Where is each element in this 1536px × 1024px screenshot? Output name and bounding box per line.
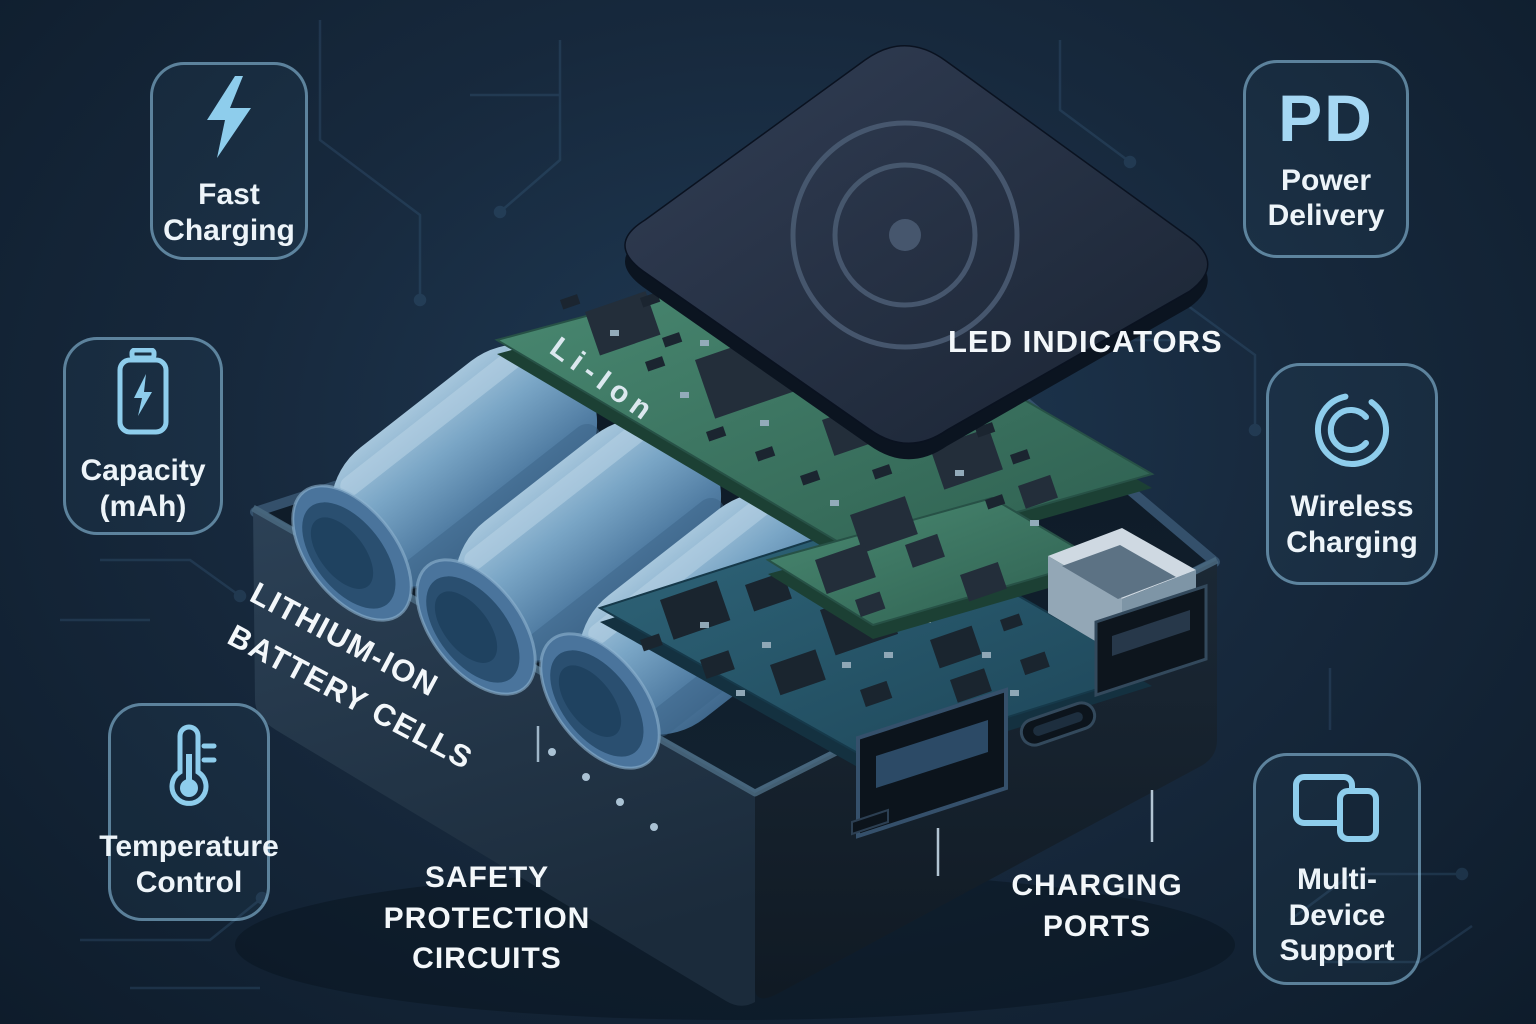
- power-delivery-label-line1: Power: [1280, 163, 1372, 197]
- fast-charging-label-line2: Charging: [163, 213, 295, 247]
- usb-a-port: [1094, 583, 1208, 698]
- thermometer-icon: [160, 724, 218, 817]
- multi-device-label-line2: Device: [1288, 898, 1386, 932]
- secondary-pcb: [597, 516, 1155, 774]
- battery-cell: [291, 342, 601, 622]
- pd-abbreviation: PD: [1278, 80, 1374, 155]
- led-indicators-label: LED INDICATORS: [948, 324, 1223, 359]
- multi-device-label-line3: Support: [1279, 934, 1395, 968]
- wireless-label-line2: Charging: [1286, 525, 1418, 559]
- charging-ports-label: CHARGING PORTS: [1002, 866, 1192, 947]
- top-cover: [624, 45, 1209, 460]
- capacity-label-line2: (mAh): [99, 489, 187, 523]
- capacity-label-line1: Capacity: [80, 454, 206, 488]
- aux-slot: [851, 808, 889, 836]
- circuit-traces: [60, 20, 1473, 990]
- temperature-badge: Temperature Control: [99, 703, 279, 921]
- safety-label-line2: PROTECTION: [383, 901, 591, 935]
- charging-ports-label-line2: PORTS: [1042, 909, 1152, 943]
- fast-charging-badge: Fast Charging: [150, 62, 308, 260]
- usb-a-port-large: [856, 687, 1008, 839]
- wireless-charging-icon: [1310, 388, 1394, 477]
- leader-lines: [936, 790, 1154, 876]
- pcb-chips: [585, 291, 1058, 618]
- fast-charging-label-line1: Fast: [198, 178, 260, 212]
- safety-label-line1: SAFETY: [424, 861, 550, 894]
- safety-label-line3: CIRCUITS: [412, 942, 562, 975]
- multi-device-badge: Multi- Device Support: [1253, 753, 1421, 985]
- multi-device-icon: [1291, 769, 1383, 850]
- led-dots: [536, 726, 658, 831]
- battery-cell: [415, 416, 725, 696]
- charging-ports-label-line1: CHARGING: [1011, 869, 1183, 902]
- temperature-label-line2: Control: [135, 865, 243, 899]
- wireless-coil: [790, 120, 1020, 350]
- safety-circuits-label: SAFETY PROTECTION CIRCUITS: [352, 858, 622, 980]
- power-delivery-badge: PD Power Delivery: [1243, 60, 1409, 258]
- temperature-label-line1: Temperature: [99, 830, 279, 864]
- power-delivery-label-line2: Delivery: [1267, 199, 1385, 232]
- charging-ports: [851, 528, 1208, 839]
- main-pcb: Li-Ion: [494, 260, 1155, 639]
- capacity-badge: Capacity (mAh): [63, 337, 223, 535]
- battery-icon: [114, 347, 172, 441]
- usb-c-port: [1019, 701, 1097, 747]
- lightning-icon: [197, 74, 261, 165]
- multi-device-label-line1: Multi-: [1297, 863, 1377, 897]
- wireless-label-line1: Wireless: [1290, 490, 1414, 524]
- wireless-charging-badge: Wireless Charging: [1266, 363, 1438, 585]
- case-left-face: [253, 508, 755, 1006]
